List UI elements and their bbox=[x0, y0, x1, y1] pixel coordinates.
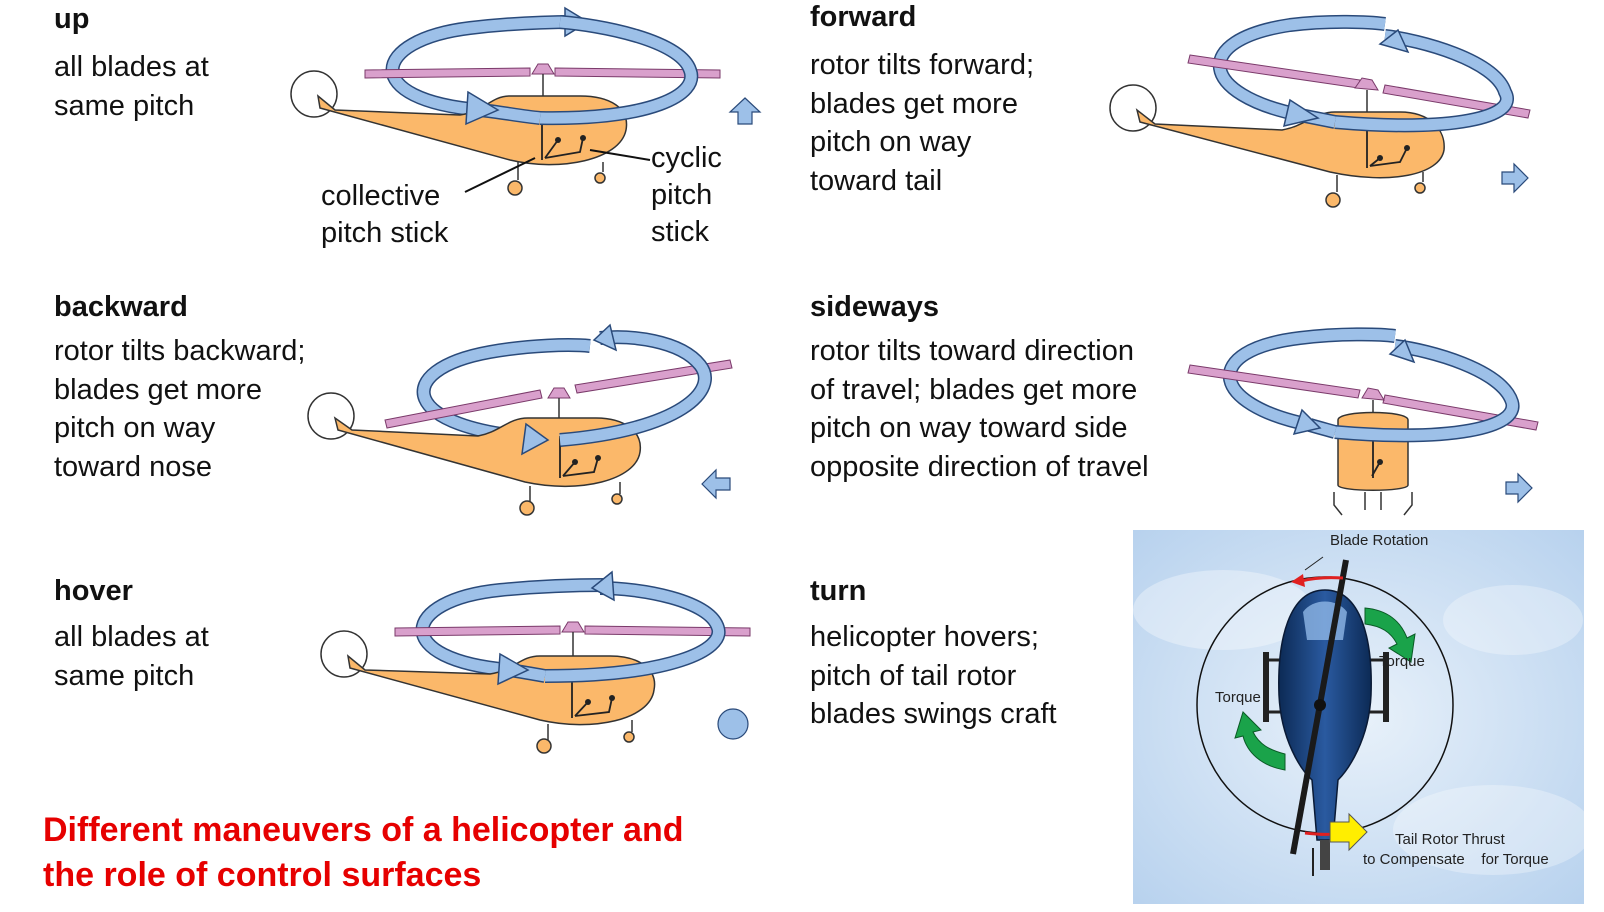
arrow-right-icon bbox=[1505, 472, 1533, 504]
section-title: backward bbox=[54, 291, 188, 323]
cyclic-pitch-stick-label: cyclic pitch stick bbox=[651, 142, 722, 248]
section-title: turn bbox=[810, 575, 867, 607]
section-body: rotor tilts toward direction of travel; … bbox=[810, 335, 1149, 483]
blade-rotation-arrow-top bbox=[1300, 576, 1344, 583]
section-body: all blades at same pitch bbox=[54, 621, 209, 692]
section-title: hover bbox=[54, 575, 133, 607]
section-sideways: sideways rotor tilts toward direction of… bbox=[810, 290, 1149, 486]
section-title: up bbox=[54, 3, 90, 35]
tail-thrust-label: Tail Rotor Thrust bbox=[1395, 831, 1506, 848]
turn-illustration: Blade Rotation Torque Torque Tail Rotor … bbox=[1133, 530, 1584, 904]
rotor-hub bbox=[531, 63, 555, 75]
section-turn: turn helicopter hovers; pitch of tail ro… bbox=[810, 574, 1057, 734]
section-hover: hover all blades at same pitch bbox=[54, 574, 209, 695]
arrow-right-icon bbox=[1501, 162, 1529, 194]
section-up: up all blades at same pitch bbox=[54, 2, 209, 125]
blade-rotation-label: Blade Rotation bbox=[1330, 532, 1428, 549]
section-title: sideways bbox=[810, 291, 939, 323]
section-body: rotor tilts forward; blades get more pit… bbox=[810, 49, 1034, 197]
figure-caption: Different maneuvers of a helicopter and … bbox=[43, 811, 684, 894]
section-body: helicopter hovers; pitch of tail rotor b… bbox=[810, 621, 1057, 730]
rotor-blade bbox=[554, 67, 721, 79]
rotor-ring-front bbox=[465, 15, 699, 126]
torque-left-label: Torque bbox=[1215, 689, 1261, 706]
helicopter-hover bbox=[320, 570, 751, 754]
helicopter-top-view: Blade Rotation Torque Torque Tail Rotor … bbox=[1133, 530, 1584, 904]
section-backward: backward rotor tilts backward; blades ge… bbox=[54, 290, 305, 486]
torque-right-label: Torque bbox=[1379, 653, 1425, 670]
arrow-up-icon bbox=[728, 97, 762, 125]
helicopter-forward bbox=[1109, 14, 1531, 208]
section-body: all blades at same pitch bbox=[54, 51, 209, 122]
rotor-ring-back bbox=[385, 6, 590, 117]
torque-arrow-right-icon bbox=[1364, 607, 1416, 663]
tail-thrust-sublabel: to Compensate for Torque bbox=[1363, 851, 1549, 868]
helicopter-sideways bbox=[1187, 327, 1539, 516]
collective-pitch-stick-label: collective pitch stick bbox=[321, 180, 449, 249]
section-title: forward bbox=[810, 1, 917, 33]
torque-arrow-left-icon bbox=[1234, 711, 1286, 771]
section-forward: forward rotor tilts forward; blades get … bbox=[810, 0, 1034, 200]
arrow-left-icon bbox=[701, 468, 731, 500]
rotor-blade bbox=[364, 67, 531, 79]
helicopter-up bbox=[290, 6, 762, 196]
tail-thrust-arrow-icon bbox=[1329, 812, 1368, 852]
hover-dot-icon bbox=[717, 708, 749, 740]
section-body: rotor tilts backward; blades get more pi… bbox=[54, 335, 306, 483]
helicopter-backward bbox=[307, 323, 733, 516]
